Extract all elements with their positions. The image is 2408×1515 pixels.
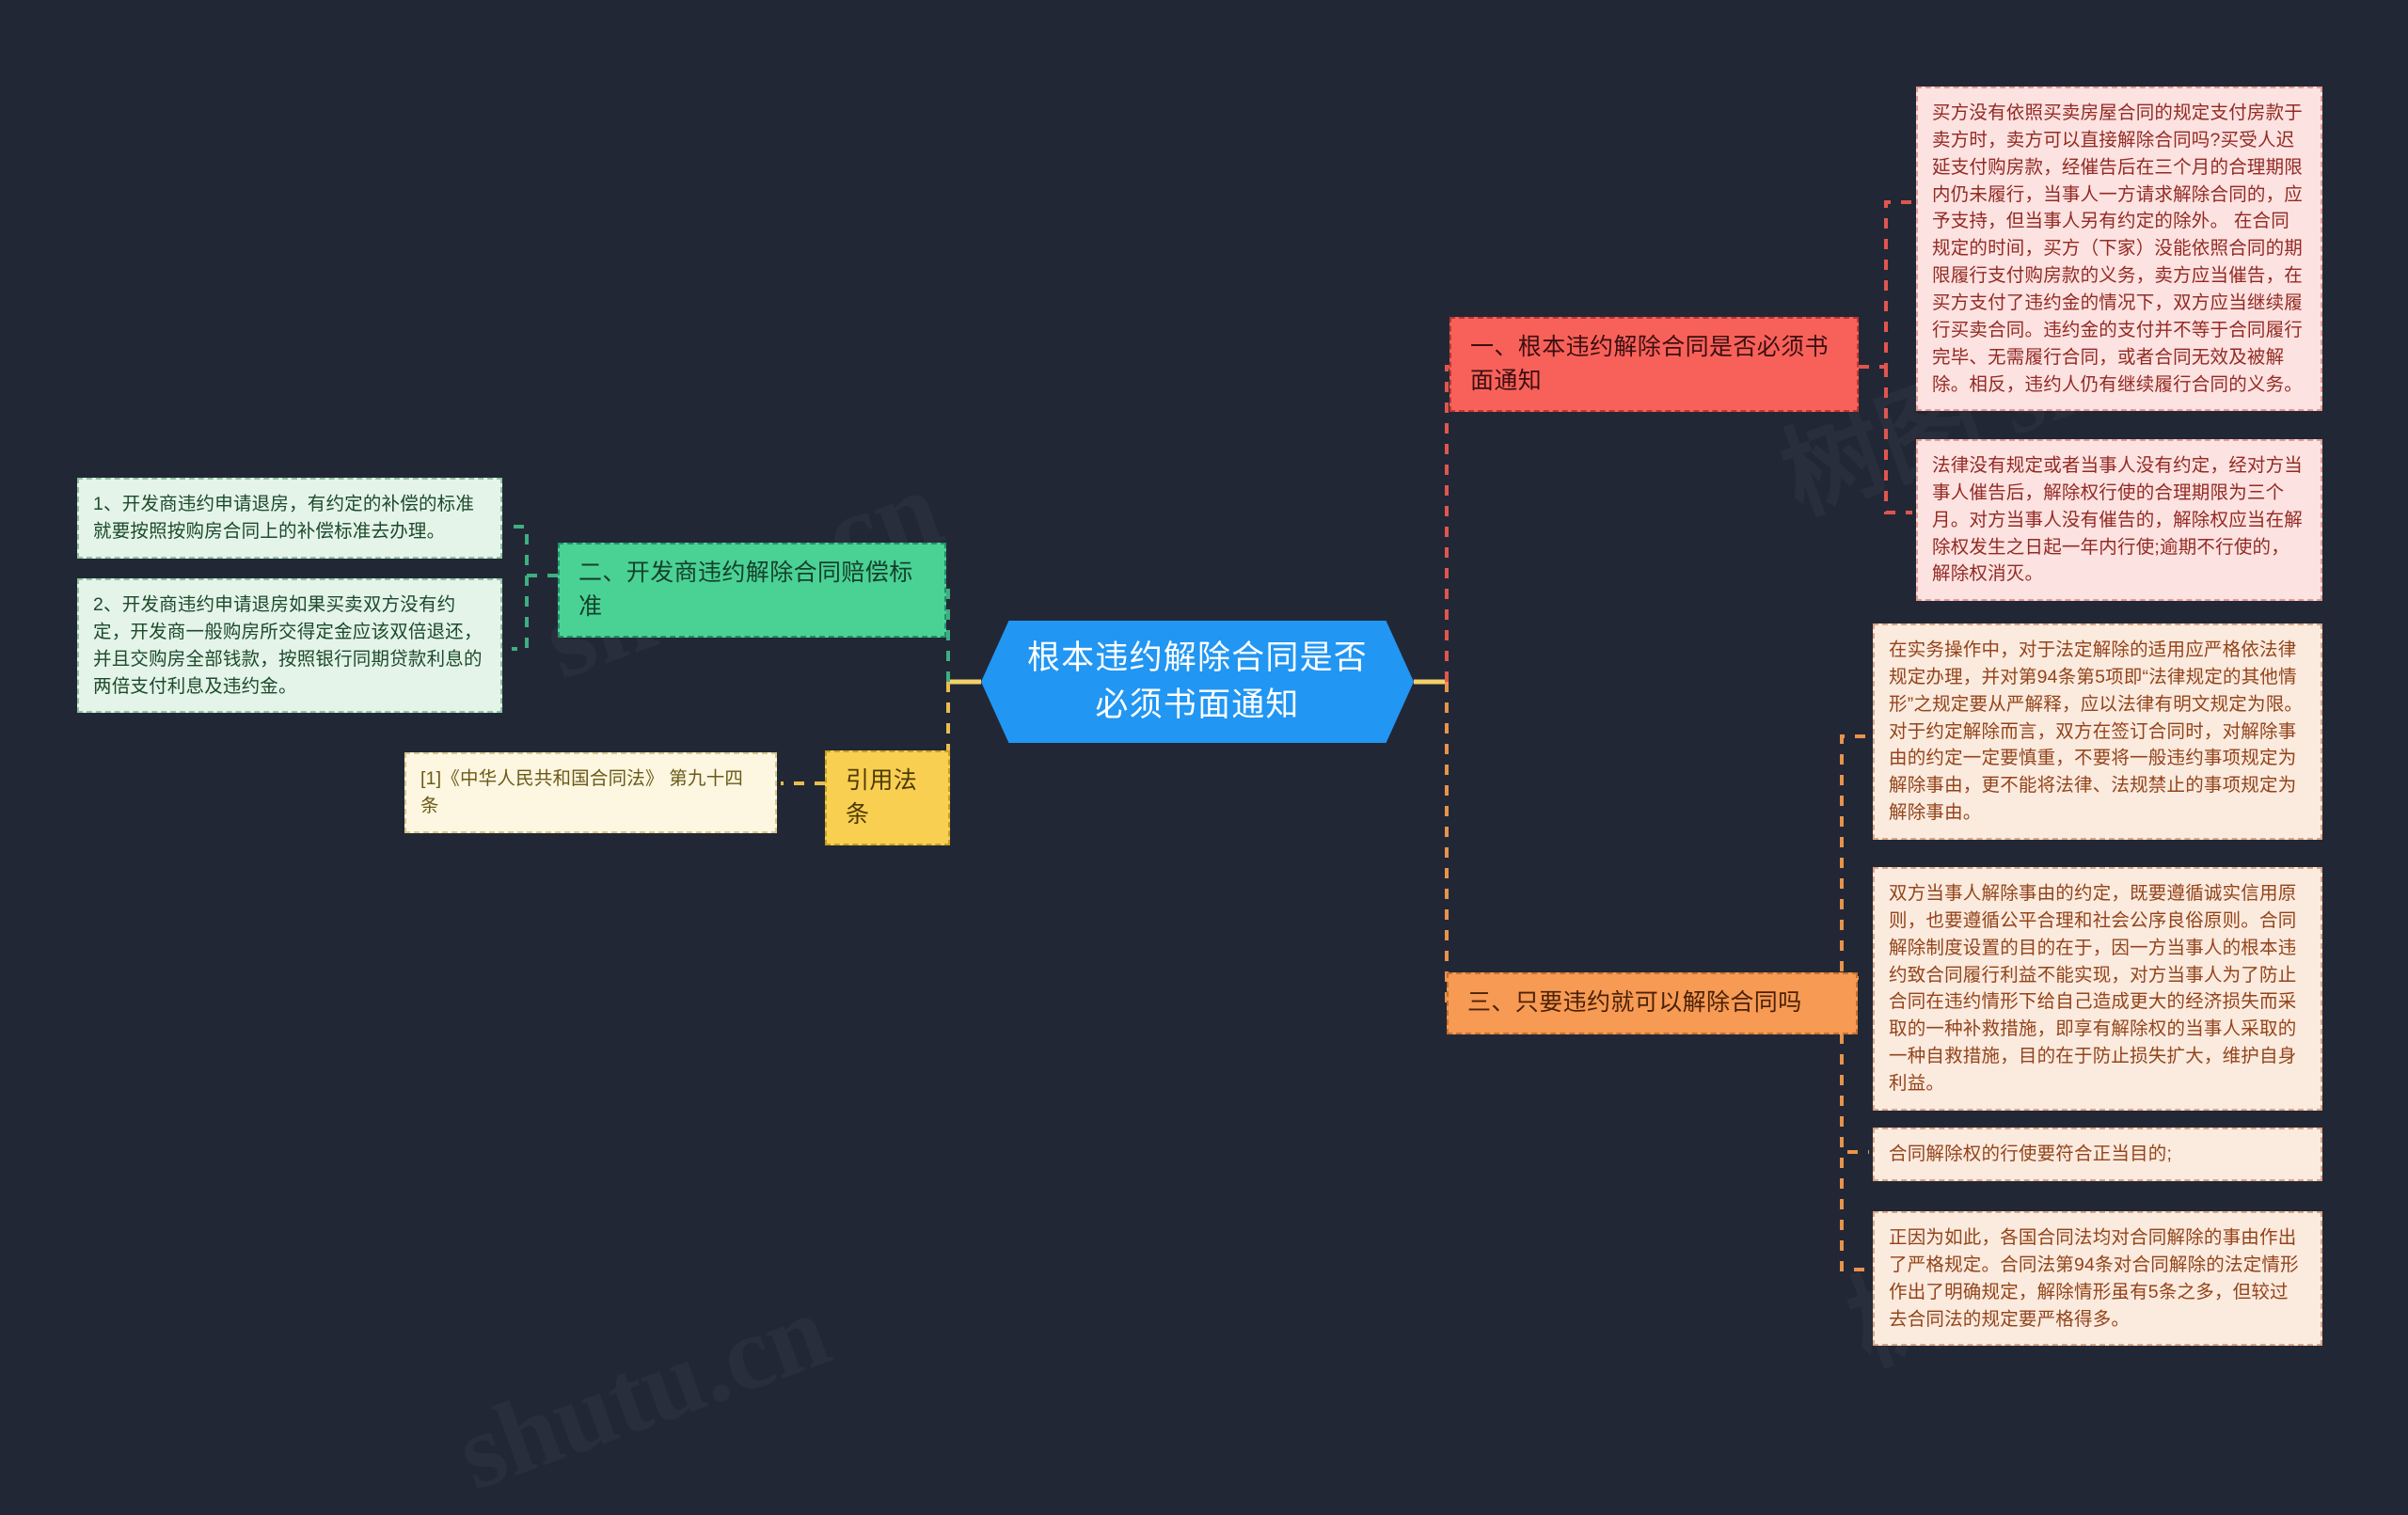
topic-green-compensation-standard[interactable]: 二、开发商违约解除合同赔偿标准 — [558, 543, 946, 638]
topic-orange-breach-termination[interactable]: 三、只要违约就可以解除合同吗 — [1447, 972, 1858, 1034]
leaf-pink-2[interactable]: 法律没有规定或者当事人没有约定，经对方当事人催告后，解除权行使的合理期限为三个月… — [1916, 439, 2322, 602]
topic-red-written-notice[interactable]: 一、根本违约解除合同是否必须书面通知 — [1450, 317, 1859, 412]
leaf-green-2[interactable]: 2、开发商违约申请退房如果买卖双方没有约定，开发商一般购房所交得定金应该双倍退还… — [77, 578, 502, 714]
central-topic[interactable]: 根本违约解除合同是否必须书面通知 — [981, 621, 1414, 743]
leaf-peach-3[interactable]: 合同解除权的行使要符合正当目的; — [1873, 1128, 2322, 1181]
leaf-peach-2[interactable]: 双方当事人解除事由的约定，既要遵循诚实信用原则，也要遵循公平合理和社会公序良俗原… — [1873, 867, 2322, 1111]
leaf-green-1[interactable]: 1、开发商违约申请退房，有约定的补偿的标准就要按照按购房合同上的补偿标准去办理。 — [77, 478, 502, 559]
leaf-peach-4[interactable]: 正因为如此，各国合同法均对合同解除的事由作出了严格规定。合同法第94条对合同解除… — [1873, 1211, 2322, 1347]
leaf-peach-1[interactable]: 在实务操作中，对于法定解除的适用应严格依法律规定办理，并对第94条第5项即“法律… — [1873, 623, 2322, 841]
watermark-bottom-left: shutu.cn — [442, 1270, 844, 1515]
leaf-pink-1[interactable]: 买方没有依照买卖房屋合同的规定支付房款于卖方时，卖方可以直接解除合同吗?买受人迟… — [1916, 87, 2322, 412]
topic-yellow-cited-laws[interactable]: 引用法条 — [825, 750, 950, 845]
leaf-cited-law-1[interactable]: [1]《中华人民共和国合同法》 第九十四条 — [404, 752, 777, 833]
